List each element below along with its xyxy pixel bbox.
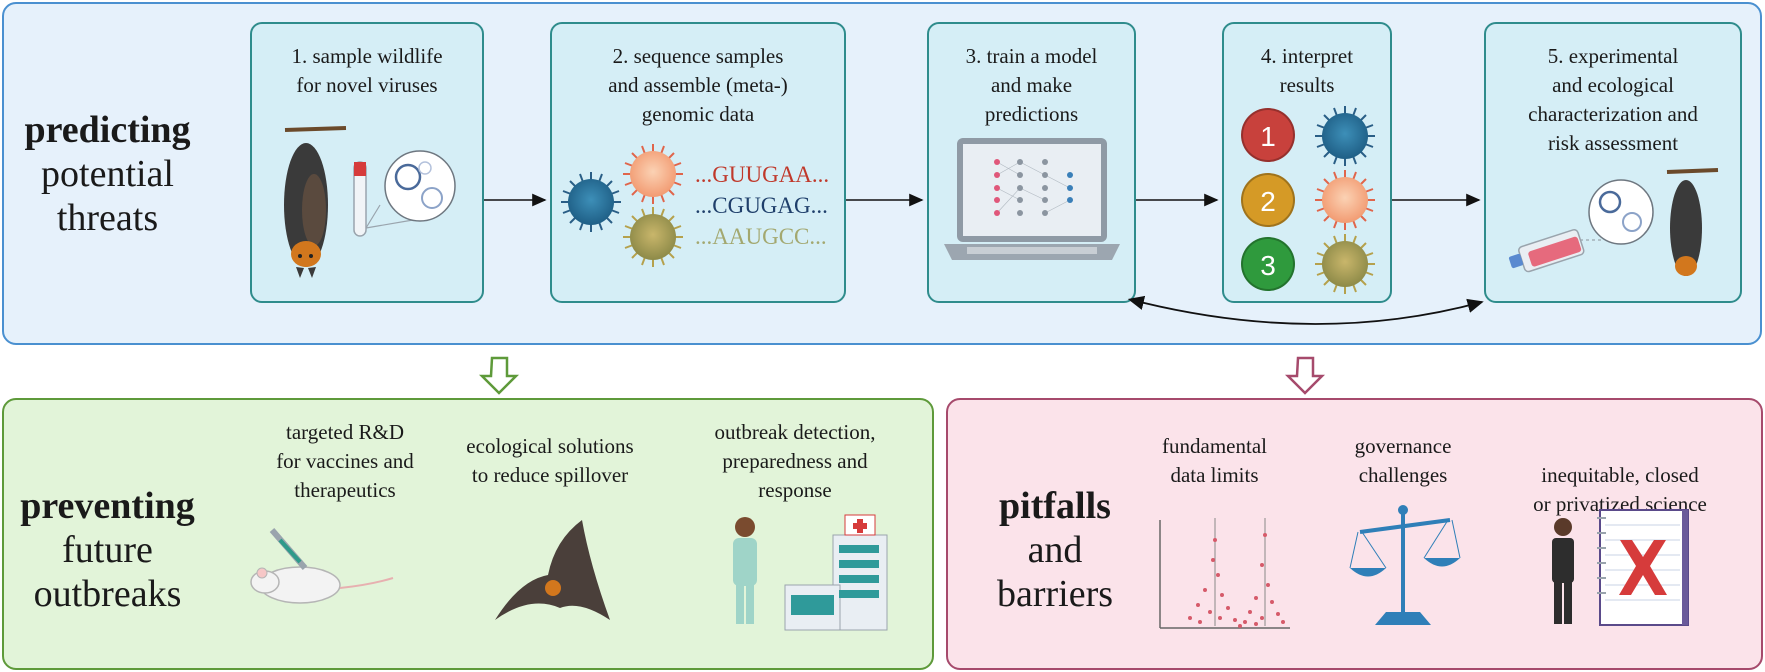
pitfalls-label-rest: and barriers [996, 529, 1114, 615]
virus-red-icon [622, 143, 684, 205]
culture-flask-icon [1508, 228, 1585, 273]
virus-blue-icon [560, 171, 622, 233]
predicting-label: predicting potential threats [10, 108, 205, 240]
person-icon [1552, 518, 1574, 624]
rank-3-badge: 3 [1241, 237, 1295, 291]
virus-magnifier-icon [365, 150, 456, 229]
scatter-plot-icon [1159, 518, 1290, 629]
virus-olive-icon-rank3 [1314, 233, 1376, 295]
bat-icon [284, 126, 347, 278]
virus-red-icon-rank2 [1314, 169, 1376, 231]
step-5-title: 5. experimental and ecological character… [1528, 44, 1698, 155]
flying-bat-icon [495, 520, 610, 620]
laptop-neural-network-icon [944, 138, 1120, 260]
virus-magnifier-icon-step5 [1580, 179, 1654, 245]
step-1-title: 1. sample wildlife for novel viruses [291, 44, 443, 97]
down-arrow-pink-icon [1284, 356, 1326, 395]
sequence-1: ...GUUGAA... [695, 162, 830, 187]
step-4-title: 4. interpret results [1260, 44, 1354, 97]
virus-blue-icon-rank1 [1314, 105, 1376, 167]
mouse-syringe-icon [250, 528, 394, 604]
pitfalls-item-2-title: governance challenges [1354, 434, 1452, 487]
preventing-panel [2, 398, 934, 670]
step-1-box: 1. sample wildlife for novel viruses [250, 22, 484, 303]
predicting-label-rest: potential threats [41, 153, 174, 239]
virus-olive-icon [622, 206, 684, 268]
hospital-icon [784, 514, 888, 631]
doctor-icon [733, 517, 757, 624]
rank-2-badge: 2 [1241, 173, 1295, 227]
preventing-item-3-title: outbreak detection, preparedness and res… [714, 420, 876, 502]
preventing-item-1-title: targeted R&D for vaccines and therapeuti… [276, 420, 414, 502]
preventing-label-bold: preventing [20, 485, 195, 527]
step-2-box: 2. sequence samples and assemble (meta-)… [550, 22, 846, 303]
rank-1-badge: 1 [1241, 108, 1295, 162]
down-arrow-green-icon [478, 356, 520, 395]
sequence-3: ...AAUGCC... [695, 224, 827, 249]
pitfalls-label: pitfalls and barriers [970, 484, 1140, 616]
pitfalls-item-1-title: fundamental data limits [1162, 434, 1267, 487]
step-2-title: 2. sequence samples and assemble (meta-)… [608, 44, 788, 126]
notebook-x-icon [1597, 509, 1689, 626]
sequence-2: ...CGUGAG... [695, 193, 828, 218]
step-5-box: 5. experimental and ecological character… [1484, 22, 1742, 303]
preventing-label: preventing future outbreaks [10, 484, 205, 616]
test-tube-icon [353, 161, 367, 237]
pitfalls-label-bold: pitfalls [999, 485, 1111, 527]
bat-icon-step5 [1666, 168, 1719, 276]
scales-icon [1349, 505, 1461, 625]
feedback-arrow [1127, 295, 1484, 325]
preventing-item-2-title: ecological solutions to reduce spillover [466, 434, 634, 487]
pitfalls-item-3-title: inequitable, closed or privatized scienc… [1533, 463, 1707, 516]
predicting-label-bold: predicting [24, 109, 191, 151]
step-3-title: 3. train a model and make predictions [965, 44, 1098, 126]
preventing-label-rest: future outbreaks [33, 529, 182, 615]
